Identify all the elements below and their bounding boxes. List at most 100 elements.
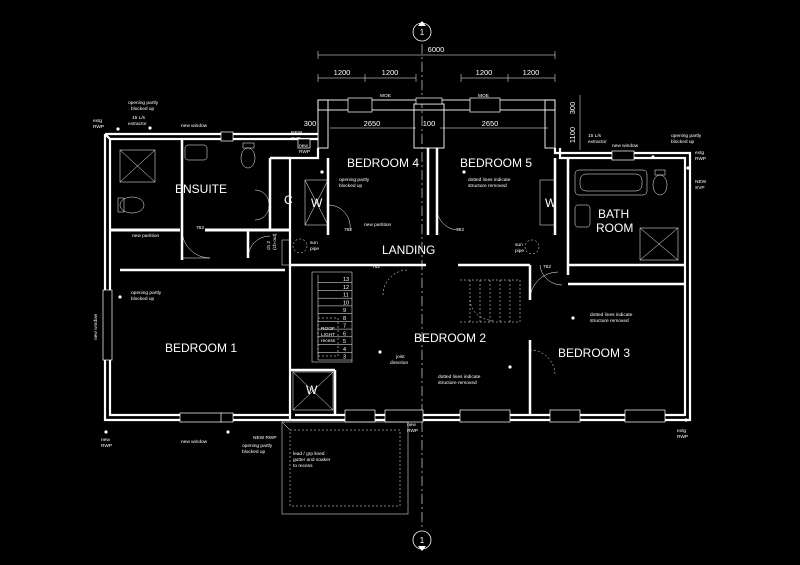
doors — [181, 189, 563, 376]
door-width-bedroom4: 762 — [344, 227, 352, 233]
room-bathroom-line2: ROOM — [596, 221, 633, 235]
bathroom-fixtures — [574, 169, 679, 261]
stair-step-number: 6 — [343, 331, 346, 337]
leader-dots — [104, 126, 690, 434]
windows — [102, 97, 666, 423]
wardrobes — [292, 179, 556, 411]
note-extg-rwp-tr-2: RWP — [695, 156, 706, 162]
dim-segment-4: 1200 — [523, 68, 540, 77]
note-dotted-bed3-2: structure removed — [590, 318, 629, 324]
note-new-rwp-bl-2: RWP — [101, 443, 112, 449]
wardrobe-bedroom-5: W — [545, 196, 557, 210]
note-dotted-bed2-1: dotted lines indicate — [438, 374, 481, 380]
walls — [103, 99, 692, 422]
note-lead-3: to recess — [293, 463, 313, 469]
room-bedroom-4: BEDROOM 4 — [347, 156, 419, 170]
chimney — [281, 239, 291, 266]
door-width-bedroom2: 762 — [372, 264, 380, 270]
moe-label-2: MOE — [478, 93, 489, 99]
ensuite-fixtures — [117, 142, 256, 214]
stair-step-number: 13 — [343, 277, 349, 283]
note-dotted-bed2-2: structure removed — [438, 380, 477, 386]
note-roof-light-3: recess — [321, 338, 336, 344]
note-lead-1: lead / grp lined — [293, 451, 325, 457]
note-chimney-2: (ch-out) — [272, 233, 278, 250]
note-extg-rwp-tl-2: RWP — [93, 124, 104, 130]
note-opening-bed4-2: blocked up — [339, 183, 363, 189]
note-new-svp-bath-2: SVP — [695, 185, 705, 191]
section-marker-top: 1 — [420, 28, 425, 37]
note-new-rwp-bl-1: new — [101, 438, 110, 443]
note-chimney-1: ch 2 — [266, 241, 272, 250]
section-line: 1 1 — [412, 21, 432, 551]
note-dotted-bed3-1: dotted lines indicate — [590, 312, 633, 318]
note-new-svp-bath-1: NEW — [695, 179, 707, 185]
note-roof-light-1: ROOF — [321, 326, 335, 332]
note-extg-rwp-tr-1: extg — [695, 150, 704, 156]
dim-segment-2: 1200 — [382, 68, 399, 77]
roof-light — [317, 317, 339, 357]
note-new-rwp-top-2: RWP — [299, 149, 310, 155]
note-opening-bed1-2: blocked up — [131, 296, 155, 302]
note-sun-pipe-right-1: sun — [515, 243, 523, 248]
stair-step-number: 3 — [343, 355, 346, 361]
note-new-rwp-bottom-inline: NEW RWP — [253, 435, 277, 441]
dimension-lines: 6000 1200 1200 1200 1200 2650 2650 300 1… — [304, 45, 581, 150]
door-width-bedroom3: 762 — [543, 264, 551, 270]
stair-step-number: 5 — [343, 339, 346, 345]
room-landing: LANDING — [382, 243, 435, 257]
dim-overall: 6000 — [428, 45, 445, 54]
wardrobe-bedroom-4: W — [311, 196, 323, 210]
room-bedroom-1: BEDROOM 1 — [165, 341, 237, 355]
dim-wall-300: 300 — [304, 119, 317, 128]
stair-step-number: 9 — [343, 308, 346, 314]
note-new-window-bed1-bottom: new window — [181, 439, 208, 445]
note-new-window-bath: new window — [612, 143, 639, 149]
room-bathroom-line1: BATH — [598, 207, 629, 221]
note-roof-light-2: LIGHT — [321, 332, 335, 338]
note-extractor-bath-1: 15 L/s — [588, 133, 602, 139]
stair-step-number: 10 — [343, 300, 349, 306]
room-bedroom-2: BEDROOM 2 — [414, 331, 486, 345]
note-extractor-ensuite-2: extractor — [128, 121, 147, 127]
note-new-partition-ensuite: new partition — [132, 233, 160, 239]
note-new-partition-landing: new partition — [364, 222, 392, 228]
note-new-window-bed1: new window — [93, 313, 99, 340]
dim-segment-1: 1200 — [334, 68, 351, 77]
note-opening-bed4-1: opening partly — [339, 177, 370, 183]
note-new-window-ensuite: new window — [181, 123, 208, 129]
note-opening-bath-1: opening partly — [671, 133, 702, 139]
note-extg-rwp-tl-1: extg — [93, 118, 102, 124]
dim-wall-1100: 1100 — [568, 127, 577, 143]
note-new-rwp-top-1: new — [299, 144, 308, 149]
stair-step-number: 7 — [343, 324, 346, 330]
stair-step-number: 8 — [343, 316, 346, 322]
annotations: opening partly blocked up 15 L/s extract… — [93, 100, 707, 469]
note-lead-2: gutter and soaker — [293, 457, 331, 463]
note-opening-ensuite-1: opening partly — [128, 100, 159, 106]
dim-bedroom5-width: 2650 — [482, 119, 499, 128]
note-sun-pipe-left-2: pipe — [310, 246, 319, 252]
note-dotted-bed5-2: structure removed — [468, 183, 507, 189]
note-opening-ensuite-2: blocked up — [131, 106, 155, 112]
note-opening-bath-2: blocked up — [671, 139, 695, 145]
dim-segment-3: 1200 — [476, 68, 493, 77]
section-marker-bottom: 1 — [420, 536, 425, 545]
stair-step-number: 4 — [343, 347, 346, 353]
dim-wall-100: 100 — [423, 119, 436, 128]
note-dotted-bed5-1: dotted lines indicate — [468, 177, 511, 183]
note-opening-bed1-1: opening partly — [131, 290, 162, 296]
room-ensuite: ENSUITE — [175, 182, 227, 196]
door-width-bedroom5: 762 — [456, 227, 464, 233]
sun-pipes — [292, 238, 540, 255]
note-joist-2: direction — [390, 360, 408, 366]
wardrobe-bedroom-2: W — [306, 383, 318, 397]
door-width-ensuite: 762 — [196, 225, 204, 231]
stair-step-number: 12 — [343, 285, 349, 291]
note-extractor-bath-2: extractor — [588, 139, 607, 145]
note-extg-rwp-br-1: extg — [677, 428, 686, 434]
note-extractor-ensuite-1: 15 L/s — [132, 115, 146, 121]
dim-wall-300-vertical: 300 — [568, 102, 577, 115]
room-cupboard: C — [284, 193, 293, 207]
